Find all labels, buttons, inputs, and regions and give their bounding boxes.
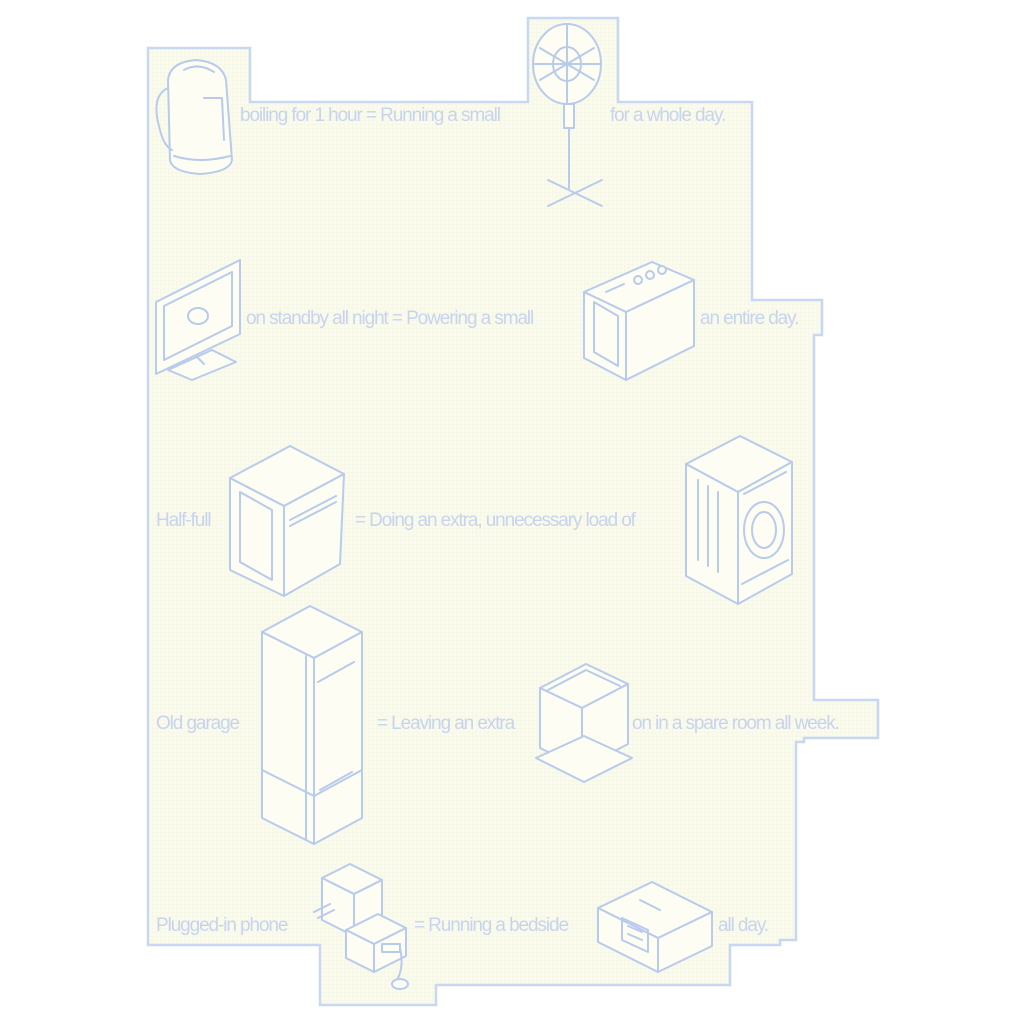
row3-text-a: Half-full [156, 510, 212, 531]
row2-text-a: on standby all night = Powering a small [246, 308, 534, 329]
fan-icon [532, 23, 603, 207]
row3-text-b: = Doing an extra, unnecessary load of [355, 510, 636, 531]
row1-text-a: boiling for 1 hour = Running a small [240, 105, 501, 126]
washing-machine-icon [685, 435, 793, 605]
row4-text-c: on in a spare room all week. [632, 713, 840, 734]
charger-icon [313, 863, 409, 990]
lamp-icon [535, 663, 633, 783]
row4-text-b: = Leaving an extra [377, 713, 515, 734]
alarm-clock-icon [597, 881, 713, 973]
row2-text-b: an entire day. [700, 308, 799, 329]
tv-icon [155, 259, 241, 381]
fridge-icon [261, 605, 363, 845]
row5-text-c: all day. [718, 915, 769, 936]
dishwasher-icon [229, 445, 345, 597]
row1-text-b: for a whole day. [610, 105, 726, 126]
row5-text-b: = Running a bedside [414, 915, 569, 936]
radio-icon [583, 261, 695, 381]
row5-text-a: Plugged-in phone [156, 915, 288, 936]
row4-text-a: Old garage [156, 713, 240, 734]
kettle-icon [155, 59, 233, 175]
